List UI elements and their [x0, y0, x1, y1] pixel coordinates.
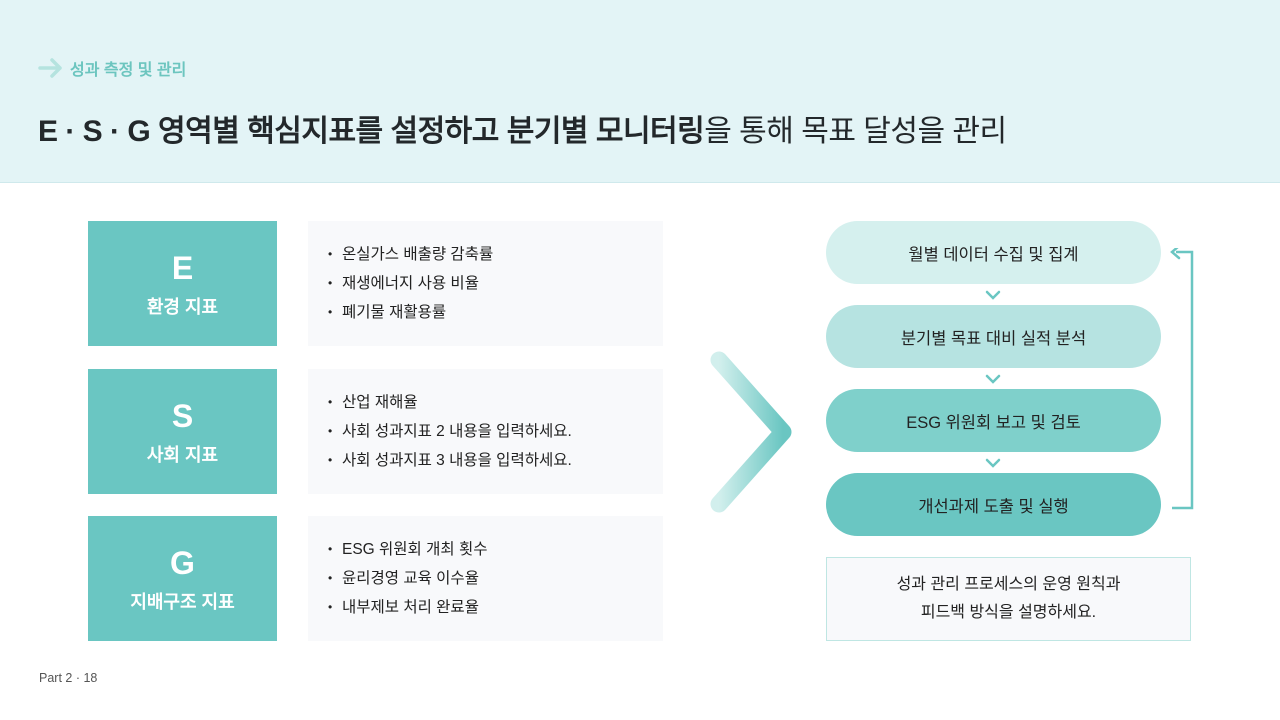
- chevron-down-icon: [985, 290, 1001, 300]
- title-light: 을 통해 목표 달성을 관리: [704, 115, 1007, 148]
- indicator-list-s: 산업 재해율 사회 성과지표 2 내용을 입력하세요. 사회 성과지표 3 내용…: [308, 369, 663, 494]
- category-card-e: E 환경 지표: [88, 221, 277, 346]
- title-bold: E · S · G 영역별 핵심지표를 설정하고 분기별 모니터링: [38, 115, 705, 148]
- breadcrumb-label: 성과 측정 및 관리: [70, 62, 187, 79]
- arrow-right-icon: [38, 58, 62, 78]
- category-card-s: S 사회 지표: [88, 369, 277, 494]
- indicator-list-e: 온실가스 배출량 감축률 재생에너지 사용 비율 폐기물 재활용률: [308, 221, 663, 346]
- list-item: 산업 재해율: [328, 388, 663, 417]
- category-name: 환경 지표: [146, 296, 219, 317]
- category-letter: G: [170, 544, 195, 581]
- process-step-2: 분기별 목표 대비 실적 분석: [826, 305, 1161, 368]
- header-band: 성과 측정 및 관리 E · S · G 영역별 핵심지표를 설정하고 분기별 …: [0, 0, 1280, 183]
- list-item: 폐기물 재활용률: [328, 298, 663, 327]
- process-step-1: 월별 데이터 수집 및 집계: [826, 221, 1161, 284]
- process-step-3: ESG 위원회 보고 및 검토: [826, 389, 1161, 452]
- list-item: 사회 성과지표 2 내용을 입력하세요.: [328, 417, 663, 446]
- breadcrumb: 성과 측정 및 관리: [38, 56, 186, 80]
- list-item: 사회 성과지표 3 내용을 입력하세요.: [328, 446, 663, 475]
- category-name: 사회 지표: [146, 444, 219, 465]
- chevron-down-icon: [985, 374, 1001, 384]
- feedback-loop-arrow-icon: [1170, 248, 1194, 510]
- list-item: ESG 위원회 개최 횟수: [328, 535, 663, 564]
- category-letter: E: [171, 249, 194, 286]
- indicator-list-g: ESG 위원회 개최 횟수 윤리경영 교육 이수율 내부제보 처리 완료율: [308, 516, 663, 641]
- process-note: 성과 관리 프로세스의 운영 원칙과 피드백 방식을 설명하세요.: [826, 557, 1191, 641]
- process-step-4: 개선과제 도출 및 실행: [826, 473, 1161, 536]
- list-item: 윤리경영 교육 이수율: [328, 564, 663, 593]
- list-item: 내부제보 처리 완료율: [328, 593, 663, 622]
- note-line-1: 성과 관리 프로세스의 운영 원칙과: [896, 576, 1121, 593]
- page-footer: Part 2 · 18: [39, 671, 98, 685]
- page-title: E · S · G 영역별 핵심지표를 설정하고 분기별 모니터링을 통해 목표…: [38, 106, 1007, 150]
- chevron-down-icon: [985, 458, 1001, 468]
- category-card-g: G 지배구조 지표: [88, 516, 277, 641]
- large-chevron-right-icon: [710, 351, 792, 513]
- category-name: 지배구조 지표: [130, 591, 235, 612]
- list-item: 온실가스 배출량 감축률: [328, 240, 663, 269]
- note-line-2: 피드백 방식을 설명하세요.: [920, 604, 1097, 621]
- category-letter: S: [171, 397, 194, 434]
- list-item: 재생에너지 사용 비율: [328, 269, 663, 298]
